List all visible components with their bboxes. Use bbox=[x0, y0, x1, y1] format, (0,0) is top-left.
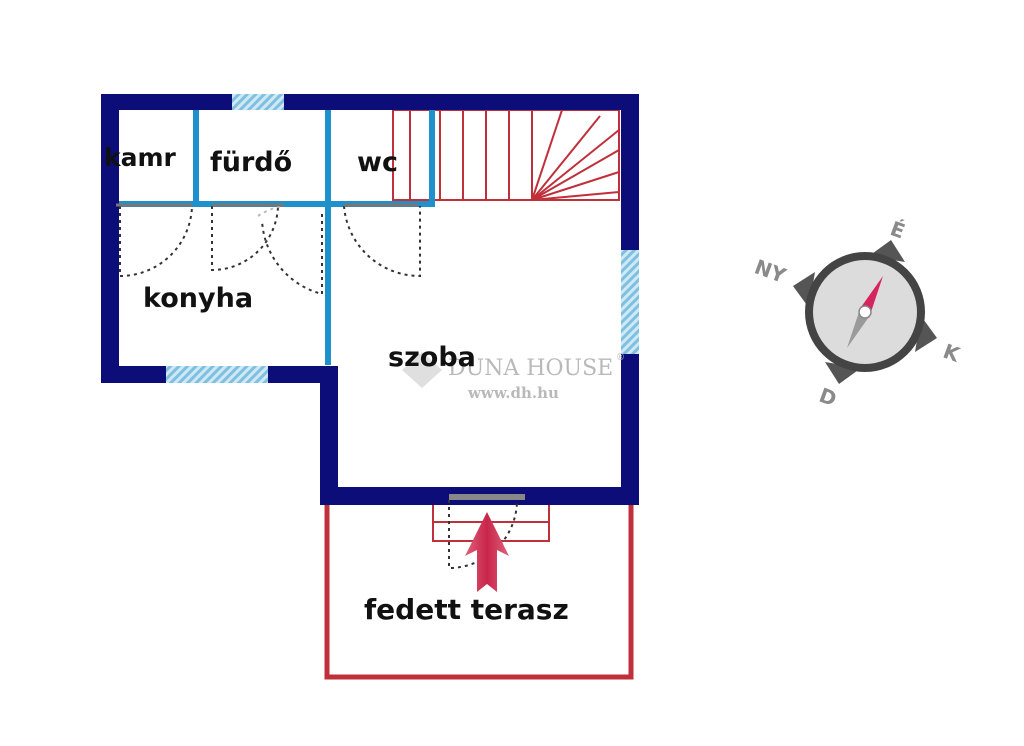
window-right bbox=[621, 250, 639, 354]
watermark-url: www.dh.hu bbox=[467, 384, 559, 402]
compass bbox=[793, 240, 937, 384]
compass-letter-south: D bbox=[816, 383, 840, 411]
room-label-szoba: szoba bbox=[388, 342, 476, 373]
room-label-terasz: fedett terasz bbox=[364, 593, 569, 626]
compass-letter-west: NY bbox=[751, 255, 789, 288]
room-label-wc: wc bbox=[357, 147, 398, 178]
watermark-registered: ® bbox=[616, 353, 625, 363]
windows bbox=[166, 94, 639, 383]
staircase bbox=[392, 109, 620, 201]
terrace-outline bbox=[324, 503, 634, 680]
room-label-konyha: konyha bbox=[143, 283, 253, 314]
compass-letter-east: K bbox=[940, 339, 964, 367]
room-label-furdo: fürdő bbox=[210, 147, 292, 178]
window-top bbox=[232, 94, 284, 110]
door-swing-faint bbox=[257, 205, 283, 217]
door-swings bbox=[119, 205, 518, 570]
watermark-logo-icon bbox=[402, 352, 442, 388]
terrace-door bbox=[449, 494, 525, 500]
entry-arrow-icon bbox=[465, 512, 509, 592]
compass-letter-north: É bbox=[887, 216, 908, 243]
watermark-brand: DUNA HOUSE bbox=[448, 356, 613, 381]
watermark: DUNA HOUSE ® www.dh.hu bbox=[402, 352, 625, 402]
room-label-kamra: kamr bbox=[104, 143, 177, 172]
window-bottom bbox=[166, 366, 268, 383]
